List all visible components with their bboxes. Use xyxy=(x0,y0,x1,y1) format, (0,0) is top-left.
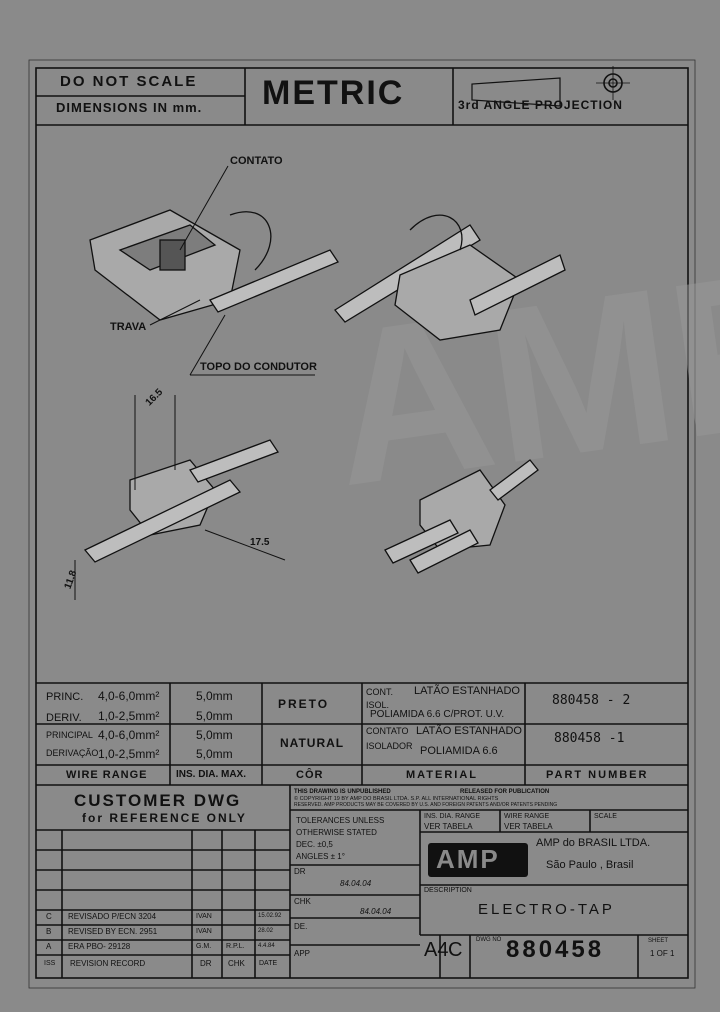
rev-drawn: IVAN xyxy=(196,928,212,935)
wire-range-label: WIRE RANGE xyxy=(504,813,550,820)
rev-date: 28.02 xyxy=(258,928,274,934)
sheet-label: SHEET xyxy=(648,938,669,944)
chk-label: CHK xyxy=(294,897,311,906)
rev-drawn: IVAN xyxy=(196,913,212,920)
unpublished-note: THIS DRAWING IS UNPUBLISHED xyxy=(294,789,391,795)
dwg-number: 880458 xyxy=(506,936,605,963)
part-number-1: 880458 - 2 xyxy=(552,693,631,708)
released-note: RELEASED FOR PUBLICATION xyxy=(460,789,550,795)
spec-row-range: 1,0-2,5mm² xyxy=(98,709,160,723)
dimensions-label: DIMENSIONS IN mm. xyxy=(56,100,203,115)
rev-header-desc: REVISION RECORD xyxy=(70,959,146,968)
rev-header-iss: ISS xyxy=(44,960,56,967)
tolerance-line: ANGLES ± 1° xyxy=(296,852,345,861)
dr-date: 84.04.04 xyxy=(340,879,372,888)
color-preto: PRETO xyxy=(278,697,330,711)
rev-letter: C xyxy=(46,912,52,921)
spec-row-dia: 5,0mm xyxy=(196,689,233,703)
rev-header-chk: CHK xyxy=(228,959,245,968)
header-cor: CÔR xyxy=(296,769,324,781)
rev-description: ERA PBO- 29128 xyxy=(68,942,131,951)
rev-checked: R.P.L. xyxy=(226,943,245,950)
material-2-isol-label: ISOLADOR xyxy=(366,741,413,751)
material-2-cont: LATÃO ESTANHADO xyxy=(416,725,522,737)
tolerance-line: DEC. ±0,5 xyxy=(296,840,333,849)
header-part-number: PART NUMBER xyxy=(546,769,649,781)
header-material: MATERIAL xyxy=(406,769,479,781)
metric-title: METRIC xyxy=(262,74,405,112)
spec-row-label: DERIV. xyxy=(46,712,82,724)
customer-dwg: CUSTOMER DWG xyxy=(74,791,242,810)
part-number-2: 880458 -1 xyxy=(554,731,625,746)
company-name: AMP do BRASIL LTDA. xyxy=(536,837,651,849)
rev-date: 4.4.84 xyxy=(258,943,275,949)
color-natural: NATURAL xyxy=(280,736,345,750)
material-1-isol: POLIAMIDA 6.6 C/PROT. U.V. xyxy=(370,709,505,720)
spec-row-label: PRINC. xyxy=(46,691,84,703)
reserved-note: RESERVED. AMP PRODUCTS MAY BE COVERED BY… xyxy=(294,802,558,808)
de-label: DE. xyxy=(294,922,308,931)
spec-row-dia: 5,0mm xyxy=(196,728,233,742)
ins-dia-range-label: INS. DIA. RANGE xyxy=(424,813,481,820)
ver-tabela-2: VER TABELA xyxy=(504,822,553,831)
material-2-isol: POLIAMIDA 6.6 xyxy=(420,745,498,757)
spec-row-dia: 5,0mm xyxy=(196,709,233,723)
spec-row-range: 4,0-6,0mm² xyxy=(98,728,160,742)
sheet-value: 1 OF 1 xyxy=(650,949,675,958)
for-reference-only: for REFERENCE ONLY xyxy=(82,811,247,825)
rev-header-date: DATE xyxy=(259,960,278,967)
label-contato: CONTATO xyxy=(230,155,283,167)
material-1-cont-label: CONT. xyxy=(366,687,393,697)
cage-code: C xyxy=(448,939,463,961)
spec-row-label: PRINCIPAL xyxy=(46,730,93,740)
dwg-no-label: DWG NO xyxy=(476,937,502,943)
do-not-scale-label: DO NOT SCALE xyxy=(60,73,198,90)
scale-label: SCALE xyxy=(594,813,617,820)
dr-label: DR xyxy=(294,867,306,876)
rev-description: REVISADO P/ECN 3204 xyxy=(68,912,157,921)
material-1-cont: LATÃO ESTANHADO xyxy=(414,685,520,697)
tolerance-line: TOLERANCES UNLESS xyxy=(296,816,385,825)
material-1-isol-label: ISOL. xyxy=(366,700,390,710)
ver-tabela-1: VER TABELA xyxy=(424,822,473,831)
label-topo-condutor: TOPO DO CONDUTOR xyxy=(200,361,317,373)
spec-row-range: 1,0-2,5mm² xyxy=(98,747,160,761)
rev-description: REVISED BY ECN. 2951 xyxy=(68,927,158,936)
company-city: São Paulo , Brasil xyxy=(546,859,634,871)
material-2-cont-label: CONTATO xyxy=(366,726,409,736)
app-label: APP xyxy=(294,949,311,958)
spec-row-label: DERIVAÇÃO xyxy=(46,748,99,758)
rev-header-dr: DR xyxy=(200,959,212,968)
projection-label: 3rd ANGLE PROJECTION xyxy=(458,98,623,112)
rev-letter: A xyxy=(46,942,52,951)
spec-row-dia: 5,0mm xyxy=(196,747,233,761)
rev-drawn: G.M. xyxy=(196,943,212,950)
amp-logo: AMP xyxy=(428,843,528,877)
sheet-size: A4 xyxy=(424,939,449,961)
header-wire-range: WIRE RANGE xyxy=(66,769,148,781)
label-trava: TRAVA xyxy=(110,321,147,333)
spec-row-range: 4,0-6,0mm² xyxy=(98,689,160,703)
rev-date: 15.02.92 xyxy=(258,913,282,919)
tolerance-line: OTHERWISE STATED xyxy=(296,828,377,837)
description-label: DESCRIPTION xyxy=(424,887,472,894)
rev-letter: B xyxy=(46,927,52,936)
dim-17-5: 17.5 xyxy=(250,537,270,548)
chk-date: 84.04.04 xyxy=(360,907,392,916)
description-value: ELECTRO-TAP xyxy=(478,901,615,918)
amp-logo-text: AMP xyxy=(436,844,500,874)
header-ins-dia: INS. DIA. MAX. xyxy=(176,769,247,780)
copyright-note: © COPYRIGHT 19 BY AMP DO BRASIL LTDA. S.… xyxy=(294,796,499,802)
